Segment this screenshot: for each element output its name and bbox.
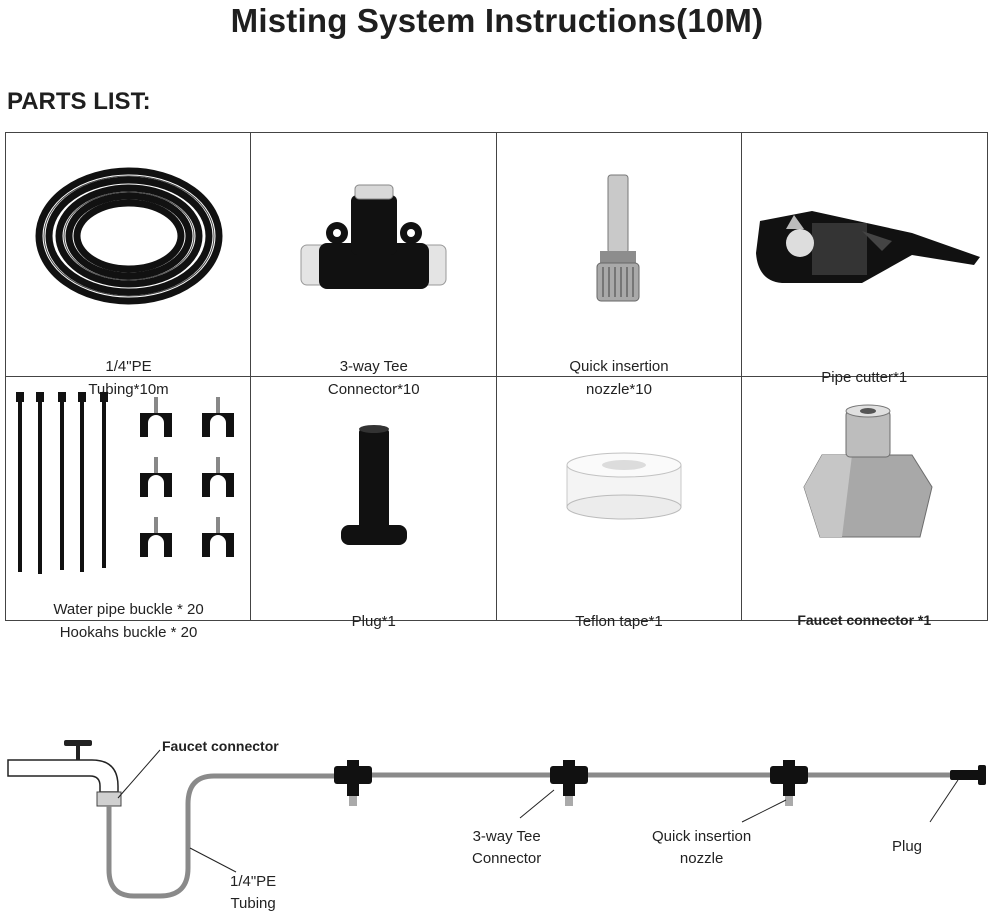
parts-list-heading: PARTS LIST:: [7, 88, 151, 115]
tee-connector-diagram-icon: [334, 760, 808, 806]
part-label-nozzle: Quick insertion nozzle*10: [569, 358, 669, 398]
cable-ties-and-clips-icon: [16, 391, 234, 574]
part-label-cutter: Pipe cutter*1: [821, 369, 908, 386]
teflon-tape-icon: [566, 452, 681, 519]
part-label-ties: Water pipe buckle * 20 Hookahs buckle * …: [53, 600, 204, 641]
faucet-connector-icon: [803, 404, 933, 537]
plug-diagram-icon: [950, 765, 986, 785]
nozzle-icon: [596, 174, 639, 302]
pipe-cutter-icon: [755, 211, 980, 283]
part-cell-cutter: Pipe cutter*1: [741, 133, 987, 386]
plug-icon: [341, 424, 408, 545]
diagram-label-nozzle: Quick insertion nozzle: [652, 828, 752, 867]
part-cell-tee: 3-way Tee Connector*10: [251, 133, 497, 398]
parts-grid: 1/4"PE Tubing*10m 3-way Tee Connector*10: [5, 132, 988, 641]
part-cell-tape: Teflon tape*1: [497, 376, 742, 630]
assembly-diagram: [7, 740, 986, 899]
part-label-tee: 3-way Tee Connector*10: [327, 358, 420, 398]
part-cell-plug: Plug*1: [251, 376, 497, 630]
part-label-plug: Plug*1: [351, 612, 396, 630]
page-title: Misting System Instructions(10M): [230, 2, 764, 39]
faucet-icon: [7, 740, 122, 807]
part-cell-nozzle: Quick insertion nozzle*10: [496, 133, 742, 398]
diagram-label-plug: Plug: [892, 838, 923, 855]
part-label-tubing: 1/4"PE Tubing*10m: [88, 358, 169, 398]
diagram-label-tee: 3-way Tee Connector: [472, 828, 542, 867]
part-cell-faucet: Faucet connector *1: [742, 377, 987, 628]
part-label-faucet: Faucet connector *1: [797, 611, 932, 628]
diagram-label-tubing: 1/4"PE Tubing: [230, 873, 277, 912]
tee-connector-icon: [300, 184, 447, 289]
part-cell-ties: Water pipe buckle * 20 Hookahs buckle * …: [6, 376, 252, 641]
part-label-tape: Teflon tape*1: [575, 612, 663, 630]
diagram-label-faucet-connector: Faucet connector: [162, 738, 279, 754]
part-cell-tubing: 1/4"PE Tubing*10m: [6, 133, 252, 398]
tubing-line: [106, 773, 340, 899]
tubing-coil-icon: [35, 167, 223, 305]
